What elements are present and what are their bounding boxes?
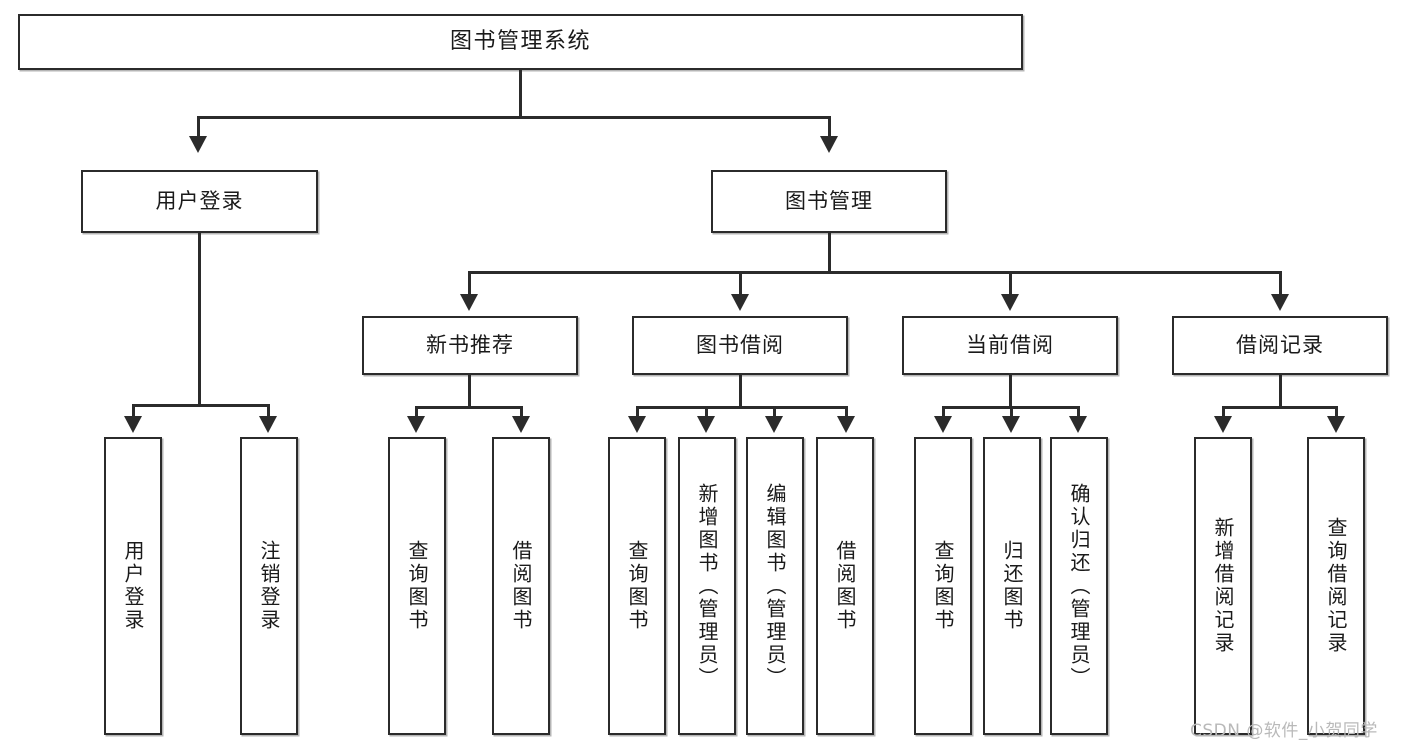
arrowhead-leaf-ul-1 bbox=[259, 416, 277, 433]
connector-drop-l3-0 bbox=[468, 271, 471, 296]
leaf-cb-confirm-return-admin[interactable]: 确认归还（管理员） bbox=[1050, 437, 1108, 735]
leaf-user-login[interactable]: 用户登录 bbox=[104, 437, 162, 735]
connector-book-manage-stem bbox=[828, 233, 831, 273]
node-label: 图书管理系统 bbox=[449, 28, 591, 54]
connector-drop-br-1 bbox=[1335, 406, 1338, 418]
leaf-br-query-record[interactable]: 查询借阅记录 bbox=[1307, 437, 1365, 735]
arrowhead-bb-1 bbox=[697, 416, 715, 433]
node-label: 归还图书 bbox=[1000, 540, 1024, 632]
arrowhead-book-manage bbox=[820, 136, 838, 153]
arrowhead-leaf-ul-0 bbox=[124, 416, 142, 433]
node-book-borrow[interactable]: 图书借阅 bbox=[632, 316, 848, 375]
node-label: 编辑图书（管理员） bbox=[763, 482, 787, 690]
node-label: 查询借阅记录 bbox=[1324, 517, 1348, 655]
arrowhead-l3-0 bbox=[460, 294, 478, 311]
leaf-bb-add-book-admin[interactable]: 新增图书（管理员） bbox=[678, 437, 736, 735]
arrowhead-br-1 bbox=[1327, 416, 1345, 433]
arrowhead-cb-0 bbox=[934, 416, 952, 433]
arrowhead-l3-2 bbox=[1001, 294, 1019, 311]
connector-drop-bb-3 bbox=[845, 406, 848, 418]
node-label: 当前借阅 bbox=[966, 332, 1054, 357]
leaf-nbr-borrow-books[interactable]: 借阅图书 bbox=[492, 437, 550, 735]
connector-drop-bb-1 bbox=[705, 406, 708, 418]
leaf-br-add-record[interactable]: 新增借阅记录 bbox=[1194, 437, 1252, 735]
node-label: 查询图书 bbox=[405, 540, 429, 632]
node-label: 用户登录 bbox=[155, 188, 244, 213]
arrowhead-br-0 bbox=[1214, 416, 1232, 433]
connector-drop-cb-0 bbox=[942, 406, 945, 418]
connector-drop-bb-0 bbox=[636, 406, 639, 418]
node-user-login[interactable]: 用户登录 bbox=[81, 170, 318, 233]
connector-drop-leaf-ul-1 bbox=[267, 404, 270, 418]
connector-drop-nbr-1 bbox=[520, 406, 523, 418]
connector-drop-cb-2 bbox=[1077, 406, 1080, 418]
connector-user-login-bus bbox=[132, 404, 267, 407]
node-label: 新书推荐 bbox=[426, 332, 514, 357]
connector-drop-user-login bbox=[197, 116, 200, 138]
node-new-book-recommend[interactable]: 新书推荐 bbox=[362, 316, 578, 375]
node-book-management[interactable]: 图书管理 bbox=[711, 170, 947, 233]
leaf-bb-borrow-books[interactable]: 借阅图书 bbox=[816, 437, 874, 735]
connector-br-stem bbox=[1279, 375, 1282, 409]
arrowhead-nbr-0 bbox=[407, 416, 425, 433]
connector-nbr-stem bbox=[468, 375, 471, 409]
connector-drop-book-manage bbox=[828, 116, 831, 138]
arrowhead-bb-3 bbox=[837, 416, 855, 433]
node-label: 注销登录 bbox=[257, 540, 281, 632]
arrowhead-l3-1 bbox=[731, 294, 749, 311]
arrowhead-nbr-1 bbox=[512, 416, 530, 433]
node-label: 新增借阅记录 bbox=[1211, 517, 1235, 655]
connector-drop-l3-3 bbox=[1279, 271, 1282, 296]
node-label: 确认归还（管理员） bbox=[1067, 482, 1091, 690]
node-label: 图书管理 bbox=[785, 188, 873, 213]
arrowhead-user-login bbox=[189, 136, 207, 153]
connector-drop-br-0 bbox=[1222, 406, 1225, 418]
arrowhead-bb-0 bbox=[628, 416, 646, 433]
connector-drop-l3-1 bbox=[739, 271, 742, 296]
connector-br-bus bbox=[1222, 406, 1338, 409]
leaf-bb-edit-book-admin[interactable]: 编辑图书（管理员） bbox=[746, 437, 804, 735]
connector-root-bus bbox=[197, 116, 831, 119]
connector-drop-l3-2 bbox=[1009, 271, 1012, 296]
leaf-cb-return-books[interactable]: 归还图书 bbox=[983, 437, 1041, 735]
node-label: 查询图书 bbox=[931, 540, 955, 632]
arrowhead-bb-2 bbox=[765, 416, 783, 433]
leaf-logout[interactable]: 注销登录 bbox=[240, 437, 298, 735]
node-label: 用户登录 bbox=[121, 540, 145, 632]
connector-drop-bb-2 bbox=[773, 406, 776, 418]
node-label: 借阅图书 bbox=[833, 540, 857, 632]
leaf-cb-query-books[interactable]: 查询图书 bbox=[914, 437, 972, 735]
connector-drop-leaf-ul-0 bbox=[132, 404, 135, 418]
node-root-system[interactable]: 图书管理系统 bbox=[18, 14, 1023, 70]
leaf-bb-query-books[interactable]: 查询图书 bbox=[608, 437, 666, 735]
connector-root-stem bbox=[519, 70, 522, 118]
node-label: 新增图书（管理员） bbox=[695, 482, 719, 690]
connector-bb-bus bbox=[636, 406, 848, 409]
connector-level3-bus bbox=[468, 271, 1282, 274]
node-label: 查询图书 bbox=[625, 540, 649, 632]
connector-cb-stem bbox=[1009, 375, 1012, 409]
node-label: 借阅图书 bbox=[509, 540, 533, 632]
connector-bb-stem bbox=[739, 375, 742, 409]
connector-user-login-stem bbox=[198, 233, 201, 406]
node-label: 图书借阅 bbox=[696, 332, 784, 357]
connector-nbr-bus bbox=[415, 406, 523, 409]
node-current-borrow[interactable]: 当前借阅 bbox=[902, 316, 1118, 375]
arrowhead-cb-2 bbox=[1069, 416, 1087, 433]
arrowhead-l3-3 bbox=[1271, 294, 1289, 311]
leaf-nbr-query-books[interactable]: 查询图书 bbox=[388, 437, 446, 735]
connector-drop-cb-1 bbox=[1010, 406, 1013, 418]
node-label: 借阅记录 bbox=[1236, 332, 1324, 357]
arrowhead-cb-1 bbox=[1002, 416, 1020, 433]
connector-drop-nbr-0 bbox=[415, 406, 418, 418]
node-borrow-records[interactable]: 借阅记录 bbox=[1172, 316, 1388, 375]
